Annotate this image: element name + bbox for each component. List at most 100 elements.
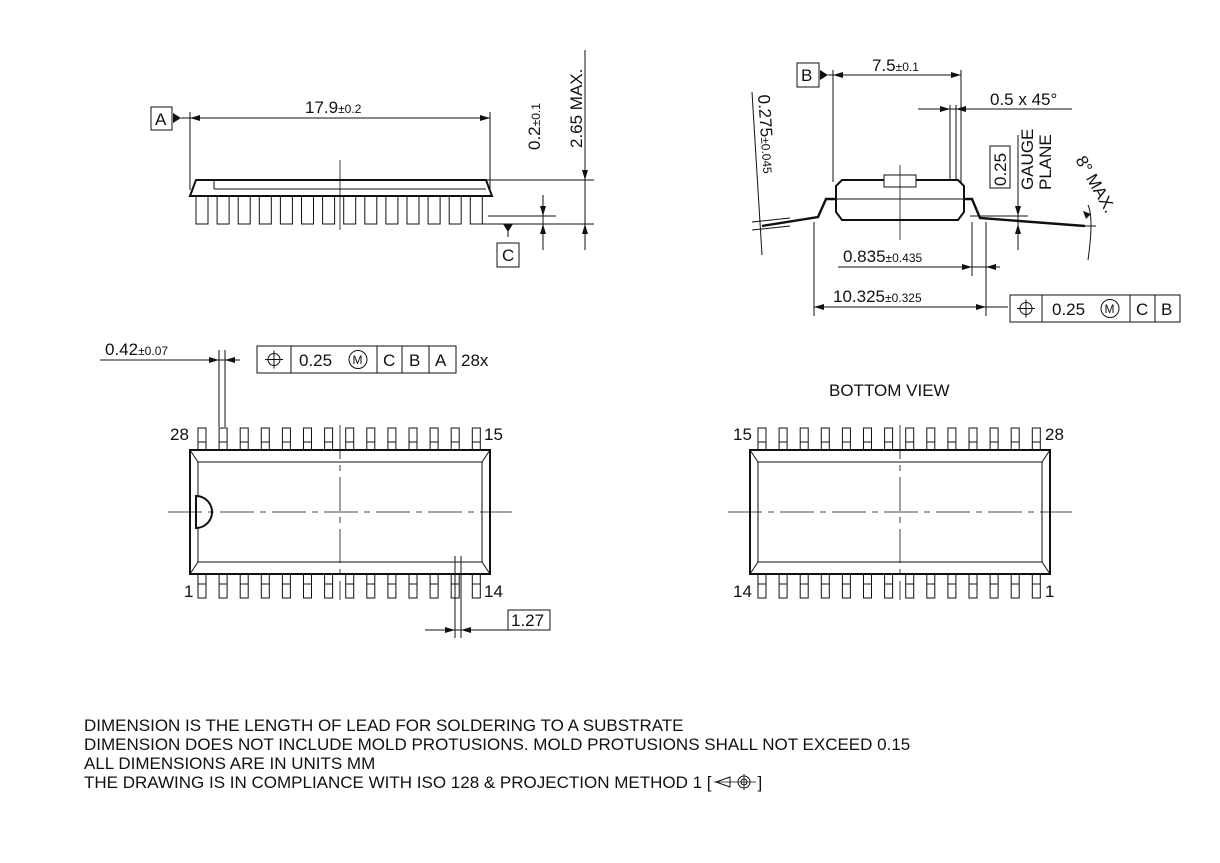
end-view-lead-left: [761, 197, 840, 228]
pin-28-label: 28: [170, 425, 189, 444]
lead-bottom: [863, 573, 872, 599]
lead-top: [429, 427, 439, 451]
lead-bottom: [366, 573, 376, 599]
lead-bottom: [1031, 573, 1041, 599]
lead-top: [968, 427, 978, 451]
side-lead: [343, 195, 357, 225]
note-4: THE DRAWING IS IN COMPLIANCE WITH ISO 12…: [84, 773, 763, 792]
height-dimension: 2.65 MAX.: [567, 69, 586, 148]
lead-bottom: [303, 573, 312, 599]
lead-top: [218, 427, 228, 451]
lead-top: [239, 427, 249, 451]
lead-bottom: [471, 573, 481, 599]
lead-top: [926, 427, 936, 451]
side-lead: [448, 195, 462, 225]
lead-top: [905, 427, 915, 451]
lead-bottom: [260, 573, 270, 599]
bottom-view-title: BOTTOM VIEW: [829, 381, 950, 400]
lead-top: [366, 427, 376, 451]
lead-top: [303, 427, 312, 451]
span-dimension: 10.325±0.325: [833, 287, 922, 306]
lead-bottom: [905, 573, 915, 599]
side-lead: [364, 195, 378, 225]
datum-a-box: [150, 106, 173, 131]
side-view-leads: [195, 195, 483, 225]
gauge-label-line1: GAUGE: [1018, 129, 1037, 190]
lead-bottom: [197, 573, 207, 599]
svg-text:B: B: [1161, 300, 1172, 319]
lead-thickness-dimension: 0.275±0.045: [754, 94, 778, 175]
lead-width-dimension: 0.42±0.07: [105, 340, 168, 359]
bv-pin-15-label: 15: [733, 425, 752, 444]
datum-c-box: [496, 242, 520, 268]
chamfer-dimension: 0.5 x 45°: [990, 90, 1057, 109]
lead-bottom: [239, 573, 249, 599]
lead-bottom: [1010, 573, 1020, 599]
datum-b-box: [796, 62, 820, 88]
svg-text:C: C: [383, 351, 395, 370]
side-lead: [301, 195, 314, 225]
lead-top: [820, 427, 830, 451]
lead-top: [450, 427, 460, 451]
fcf-side: 0.25 M C B: [1009, 294, 1181, 323]
body-width-dimension: 7.5±0.1: [872, 56, 919, 75]
mmc-modifier-icon: [1100, 299, 1120, 318]
pin-15-label: 15: [484, 425, 503, 444]
note-2: DIMENSION DOES NOT INCLUDE MOLD PROTUSIO…: [84, 735, 911, 754]
first-angle-projection-icon: [713, 774, 756, 790]
lead-top: [345, 427, 355, 451]
lead-bottom: [408, 573, 418, 599]
lead-top: [841, 427, 851, 451]
lead-top: [324, 427, 334, 451]
pitch-box: [507, 609, 551, 631]
gauge-label-line2: PLANE: [1036, 134, 1055, 190]
lead-top: [799, 427, 809, 451]
lead-bottom: [989, 573, 999, 599]
datum-b-label: B: [801, 66, 812, 85]
lead-bottom: [218, 573, 228, 599]
lead-top: [281, 427, 291, 451]
fcf-top: 0.25 M C B A 28x: [256, 345, 489, 374]
side-lead: [322, 195, 336, 225]
lead-top: [1031, 427, 1041, 451]
svg-text:A: A: [435, 351, 447, 370]
pin1-notch: [195, 494, 213, 530]
bottom-view: BOTTOM VIEW 15 28 14 1: [728, 381, 1072, 601]
position-tolerance-icon: [1017, 299, 1035, 318]
lead-bottom: [387, 573, 397, 599]
note-1: DIMENSION IS THE LENGTH OF LEAD FOR SOLD…: [84, 716, 684, 735]
lead-top: [260, 427, 270, 451]
side-lead: [216, 195, 230, 225]
lead-top: [778, 427, 788, 451]
datum-c-label: C: [502, 246, 514, 265]
side-lead: [195, 195, 209, 225]
side-lead: [427, 195, 441, 225]
lead-top: [387, 427, 397, 451]
bv-pin-14-label: 14: [733, 582, 752, 601]
lead-bottom: [799, 573, 809, 599]
mmc-modifier-icon: [348, 350, 368, 369]
bv-pin-28-label: 28: [1045, 425, 1064, 444]
lead-bottom: [926, 573, 936, 599]
pin-1-label: 1: [184, 582, 193, 601]
svg-text:M: M: [1105, 302, 1115, 316]
side-lead: [237, 195, 251, 225]
side-lead: [406, 195, 420, 225]
bv-pin-1-label: 1: [1045, 582, 1054, 601]
lead-top: [989, 427, 999, 451]
pitch-dimension: 1.27: [511, 611, 544, 630]
side-lead: [469, 195, 483, 225]
svg-text:0.25: 0.25: [1052, 300, 1085, 319]
side-lead: [279, 195, 293, 225]
svg-text:28x: 28x: [461, 351, 489, 370]
end-view: B 7.5±0.1 0.5 x 45° 0.275±0.045: [751, 56, 1181, 323]
side-lead: [258, 195, 272, 225]
length-dimension: 17.9±0.2: [305, 98, 362, 117]
lead-bottom: [429, 573, 439, 599]
angle-dimension: 8° MAX.: [1072, 153, 1120, 217]
svg-text:M: M: [353, 353, 363, 367]
end-view-lead-right: [960, 197, 1086, 228]
gauge-value-box: [989, 145, 1011, 189]
lead-bottom: [281, 573, 291, 599]
